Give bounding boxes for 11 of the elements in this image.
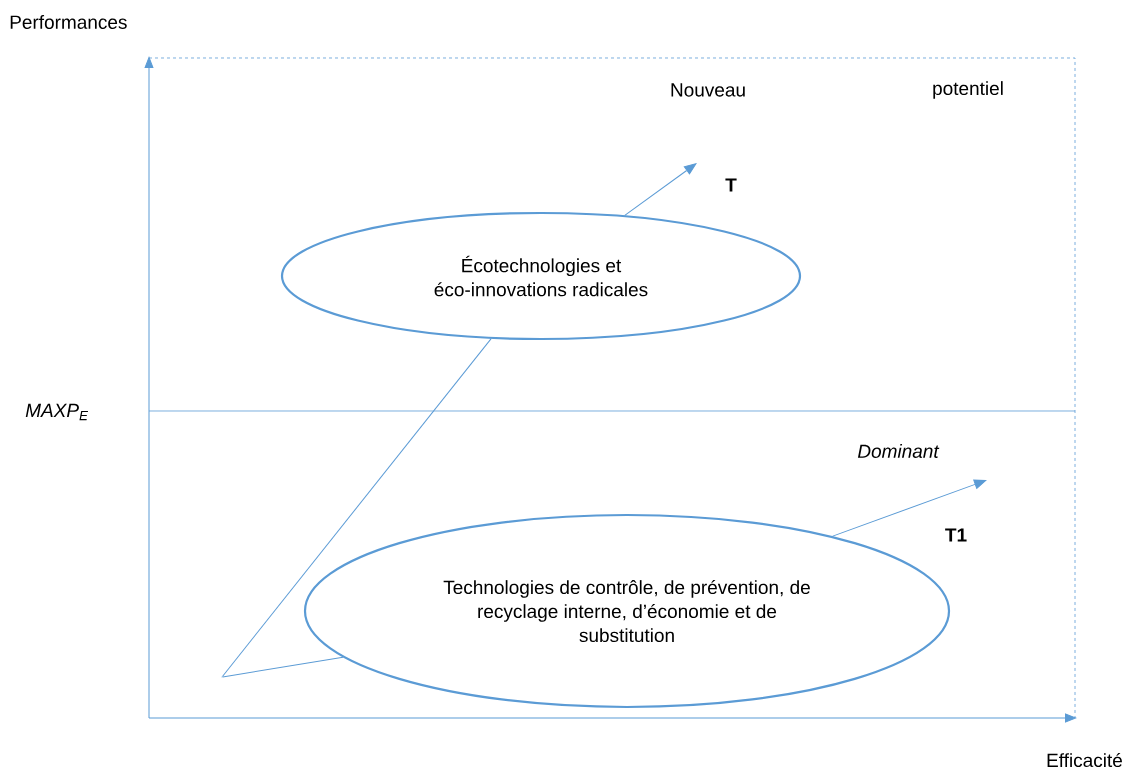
region-label: Dominant <box>857 444 940 458</box>
connector-line <box>221 338 492 677</box>
axis-title: Performances <box>10 15 127 29</box>
arrow <box>832 479 987 537</box>
trajectory-label: T <box>725 178 737 192</box>
threshold-label: MAXP$_{E}$ <box>25 403 89 421</box>
connector-line <box>222 656 344 678</box>
axis-title: Efficacité <box>1047 752 1122 768</box>
region-label: potentiel <box>933 81 1003 99</box>
arrow <box>624 163 697 216</box>
region-label: Nouveau <box>671 83 745 97</box>
